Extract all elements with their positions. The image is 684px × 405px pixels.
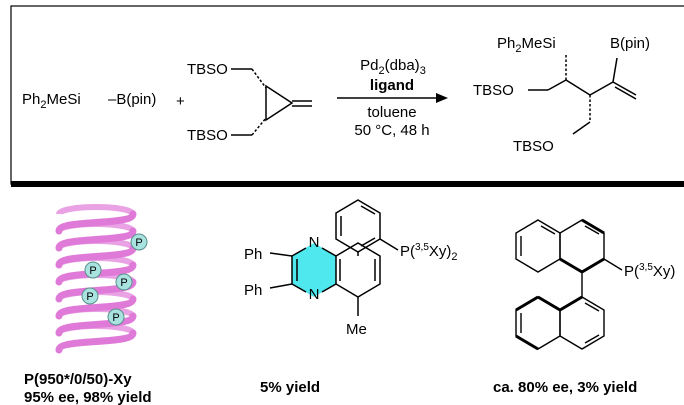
helix-front-strand [55, 227, 137, 252]
phenyl-bottom-label: Ph [244, 282, 262, 299]
reaction-scheme: Ph2MeSi –B(pin) + TBSO TBSO Pd2(dba)3 li… [10, 5, 684, 187]
phosphine-beads: P P P P P [81, 233, 148, 326]
phosphine-bead-label: P [86, 291, 93, 303]
helix-back-strand [56, 204, 136, 216]
scheme-frame [10, 5, 684, 185]
scheme-shadow [11, 181, 684, 187]
phosphine-bead-label: P [135, 237, 142, 249]
methyl-label: Me [346, 321, 367, 338]
phenyl-top-label: Ph [244, 246, 262, 263]
phosphine-bead-label: P [112, 312, 119, 324]
phosphine-bead [115, 273, 133, 291]
helix-front-strand [55, 295, 137, 320]
phosphine-bead [81, 287, 99, 305]
benzo-ring [335, 242, 381, 298]
diarylphosphino-label: P(3,5Xy)2 [400, 242, 458, 263]
helical-polymer-ligand: P P P P P P(950*/0/50)-Xy 95% ee, 98% yield [24, 204, 152, 405]
ligand-label: ligand [370, 77, 414, 94]
reaction-conditions: Pd2(dba)3 ligand toluene 50 °C, 48 h [337, 57, 448, 139]
binaphthyl-ligand-result: ca. 80% ee, 3% yield [493, 379, 637, 396]
phenyl-ring [335, 199, 381, 253]
helix-front-strand [55, 329, 137, 354]
product-tbso-top-label: TBSO [473, 82, 514, 99]
nitrogen-top-label: N [309, 234, 320, 251]
catalyst-label: Pd2(dba)3 [360, 57, 426, 77]
phosphine-bead [107, 308, 125, 326]
binaphthyl-phosphine-ligand: P(3,5Xy) ca. 80% ee, 3% yield [493, 218, 675, 396]
reactant-bpin: –B(pin) [108, 91, 156, 108]
helix-front-strand [55, 312, 137, 337]
tbso-top-label: TBSO [187, 61, 228, 78]
product-tbso-bottom-label: TBSO [513, 138, 554, 155]
temperature-time-label: 50 °C, 48 h [354, 122, 429, 139]
solvent-label: toluene [367, 104, 416, 121]
helix-front-strand [55, 244, 137, 269]
product-silyl-label: Ph2MeSi [497, 35, 556, 55]
product-structure: Ph2MeSi B(pin) TBSO TBSO [473, 35, 650, 155]
phosphine-bead [84, 261, 102, 279]
phosphine-bead [130, 233, 148, 251]
product-bpin-label: B(pin) [610, 35, 650, 52]
helix-front-strand [55, 210, 137, 235]
quinoxaline-phosphine-ligand: N N Ph Ph Me P(3,5Xy)2 5% yield [244, 199, 458, 396]
polymer-ligand-result: 95% ee, 98% yield [24, 389, 152, 405]
reactant-methylenecyclopropane: TBSO TBSO [187, 61, 312, 144]
phosphine-bead-label: P [120, 277, 127, 289]
upper-naphthalene-left-ring [515, 219, 561, 273]
reaction-arrowhead [436, 93, 448, 103]
tbso-bottom-label: TBSO [187, 127, 228, 144]
nitrogen-bottom-label: N [309, 286, 320, 303]
polymer-ligand-name: P(950*/0/50)-Xy [24, 371, 132, 388]
binaphthyl-phosphino-label: P(3,5Xy) [624, 262, 675, 280]
quinoxaline-ligand-result: 5% yield [260, 379, 320, 396]
pyrazine-highlight [292, 243, 336, 297]
phosphine-bead-label: P [89, 265, 96, 277]
reactant-silylboronate: Ph2MeSi [22, 91, 81, 111]
plus-sign: + [176, 93, 185, 110]
